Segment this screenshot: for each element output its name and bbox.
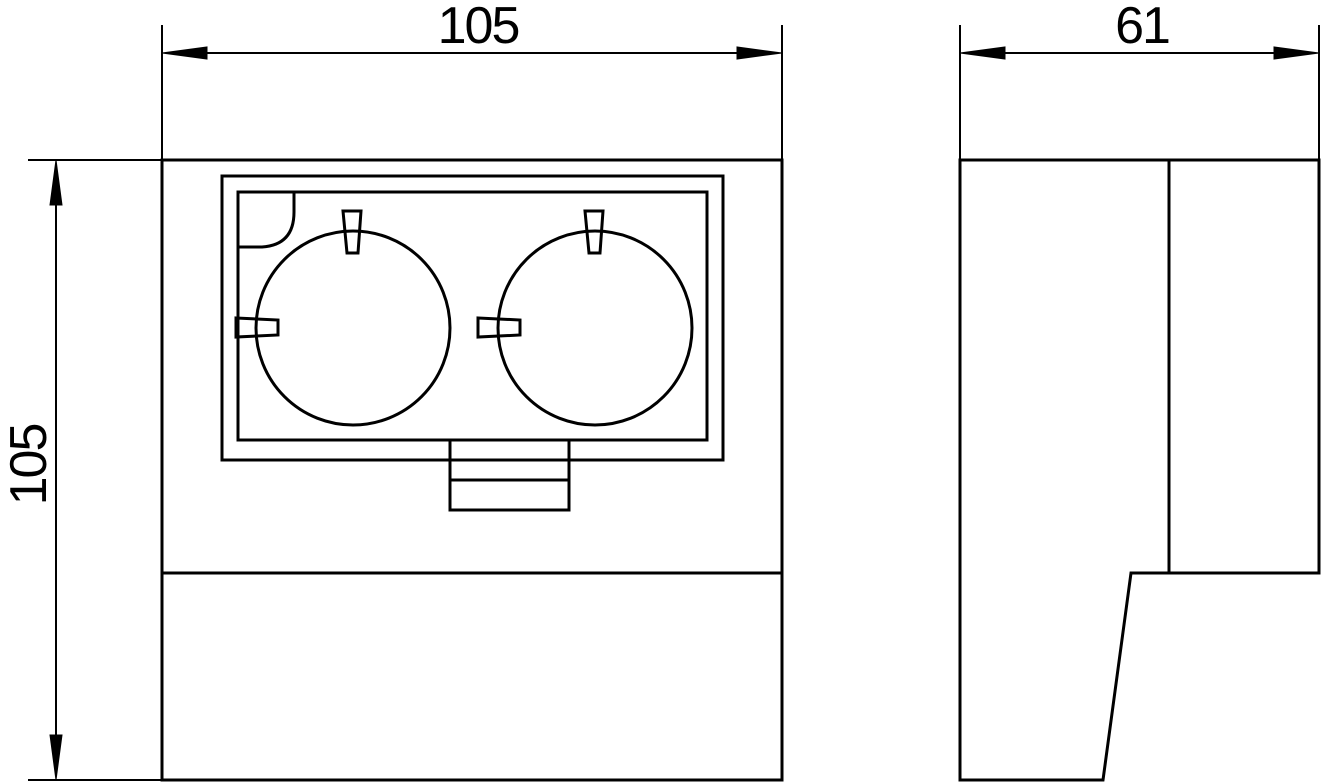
front-width-label: 105: [438, 0, 519, 55]
front-outline: [160, 158, 784, 782]
arrow-left-icon: [161, 46, 208, 60]
corner-arc: [236, 190, 296, 249]
left-knob-circle: [254, 229, 452, 427]
left-knob: [234, 209, 452, 427]
side-view: [958, 158, 1321, 782]
arrow-left-icon: [959, 46, 1006, 60]
arrow-right-icon: [736, 46, 783, 60]
side-width-label: 61: [1115, 0, 1169, 55]
latch-tab: [448, 438, 571, 512]
left-knob-top-pointer: [341, 209, 363, 255]
arrow-up-icon: [49, 159, 63, 206]
right-knob-side-pointer: [476, 316, 522, 339]
left-knob-side-pointer: [234, 316, 280, 339]
side-width-dimension: 61: [959, 0, 1320, 160]
right-knob-top-pointer: [583, 209, 605, 255]
front-view: [160, 158, 784, 782]
front-height-dimension: 105: [0, 159, 162, 781]
arrow-right-icon: [1273, 46, 1320, 60]
window-outer-frame: [220, 174, 725, 462]
front-width-dimension: 105: [161, 0, 783, 160]
front-height-label: 105: [0, 425, 58, 506]
right-knob: [476, 209, 694, 427]
arrow-down-icon: [49, 734, 63, 781]
right-knob-circle: [496, 229, 694, 427]
side-outline: [958, 158, 1321, 782]
window-inner-frame: [236, 190, 709, 442]
